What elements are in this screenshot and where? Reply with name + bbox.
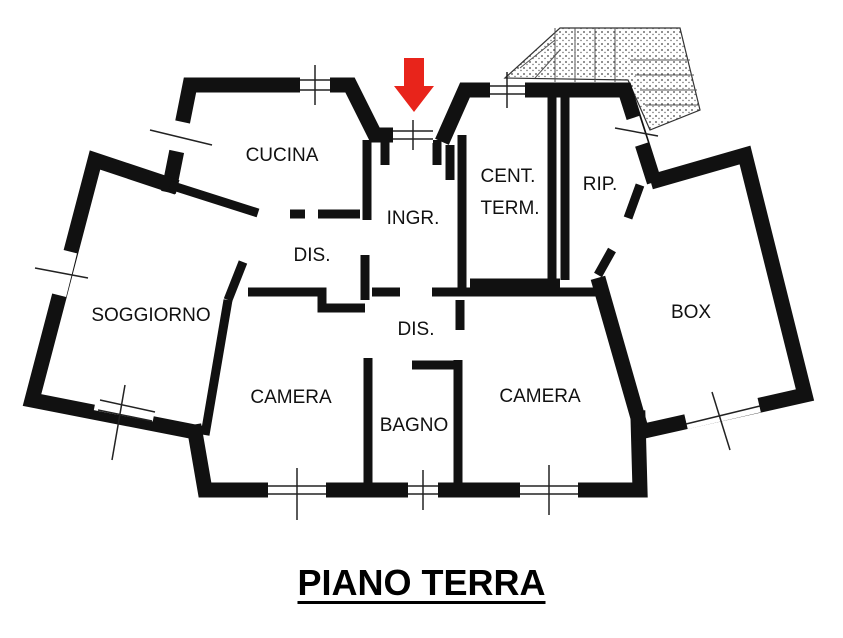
- window-bagno: [408, 470, 438, 510]
- room-label-disimpegno-2: DIS.: [398, 319, 435, 340]
- window-soggiorno-left: [34, 247, 89, 297]
- windows: [34, 65, 761, 520]
- window-camera-left: [268, 468, 326, 520]
- garage-door-box: [684, 391, 761, 451]
- entrance-arrow-icon: [394, 58, 434, 112]
- room-label-camera-2: CAMERA: [499, 386, 581, 407]
- room-label-bagno: BAGNO: [380, 415, 449, 436]
- window-entrance: [393, 120, 433, 150]
- window-camera-right: [520, 465, 578, 515]
- window-soggiorno-bottom: [93, 384, 157, 461]
- window-rip: [614, 115, 659, 149]
- room-label-centrale-termica-1: CENT.: [481, 166, 536, 187]
- room-label-cucina: CUCINA: [246, 145, 319, 166]
- room-label-box: BOX: [671, 302, 711, 323]
- window-central-top: [490, 72, 525, 108]
- room-label-soggiorno: SOGGIORNO: [91, 305, 210, 326]
- room-label-camera-1: CAMERA: [250, 387, 332, 408]
- plan-title-text: PIANO TERRA: [297, 562, 546, 603]
- plan-title: PIANO TERRA: [0, 562, 843, 604]
- room-label-ingresso: INGR.: [387, 208, 440, 229]
- interior-walls: [168, 95, 645, 485]
- room-label-disimpegno-1: DIS.: [294, 245, 331, 266]
- room-label-ripostiglio: RIP.: [583, 174, 618, 195]
- room-label-centrale-termica-2: TERM.: [480, 198, 539, 219]
- window-kitchen-left: [149, 120, 213, 154]
- window-kitchen-top: [300, 65, 330, 105]
- exterior-stair: [503, 27, 701, 131]
- floor-plan: CUCINA INGR. CENT. TERM. RIP. DIS. DIS. …: [22, 27, 815, 520]
